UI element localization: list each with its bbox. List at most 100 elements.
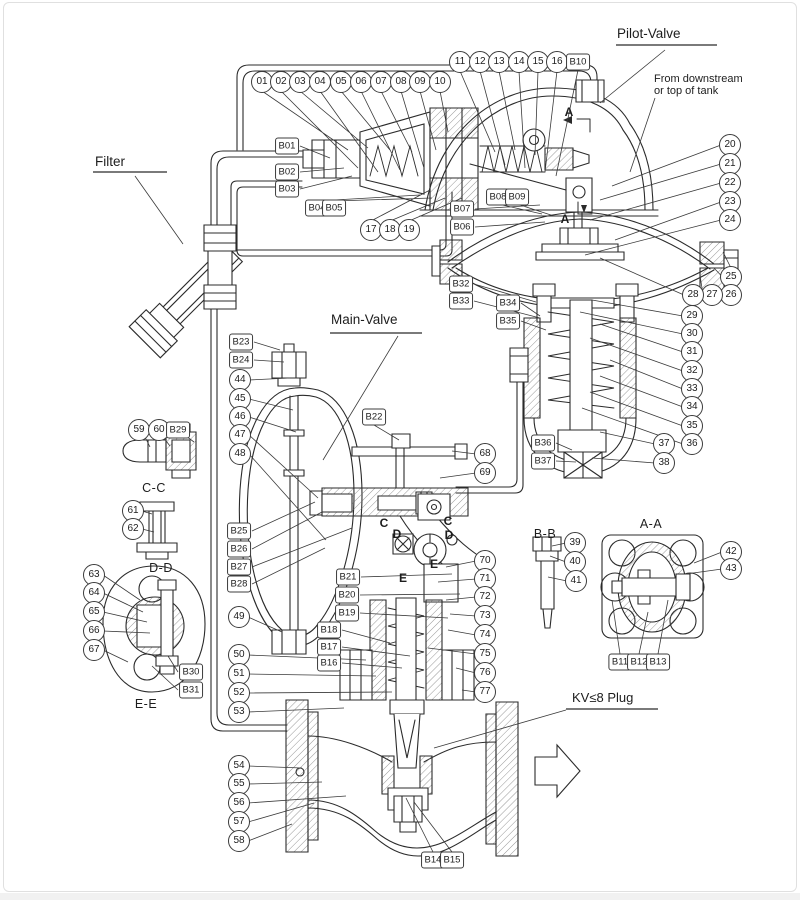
callout-B07: B07 [450,200,474,218]
kv-plug-label: KV≤8 Plug [572,690,634,705]
main-valve-diaphragm [239,344,362,654]
main-valve-label: Main-Valve [331,312,398,327]
callout-19: 19 [398,219,420,241]
callout-B29: B29 [166,421,190,439]
callout-B11: B11 [608,653,632,671]
section-title-B-B: B-B [533,527,557,541]
callout-41: 41 [565,570,587,592]
main-valve-trim-cartridge [340,598,474,768]
callout-43: 43 [720,558,742,580]
callout-73: 73 [474,605,496,627]
callout-B09: B09 [505,188,529,206]
section-title-C-C: C-C [142,481,166,495]
callout-38: 38 [653,452,675,474]
callout-04: 04 [309,71,331,93]
callout-50: 50 [228,644,250,666]
callout-49: 49 [228,606,250,628]
callout-B37: B37 [531,452,555,470]
callout-07: 07 [370,71,392,93]
cut-letter-e-7: E [398,571,408,585]
callout-09: 09 [409,71,431,93]
callout-69: 69 [474,462,496,484]
callout-53: 53 [228,701,250,723]
callout-05: 05 [330,71,352,93]
callout-B21: B21 [336,568,360,586]
cut-letter-c-3: C [443,514,453,528]
callout-56: 56 [228,792,250,814]
callout-B18: B18 [317,621,341,639]
callout-27: 27 [701,284,723,306]
callout-22: 22 [719,172,741,194]
callout-B13: B13 [646,653,670,671]
callout-B02: B02 [275,163,299,181]
callout-B34: B34 [496,294,520,312]
detail-view-ee [103,566,205,692]
cut-letter-a-1: A [560,212,570,226]
flow-direction-arrow [535,745,580,797]
callout-11: 11 [449,51,471,73]
callout-B35: B35 [496,312,520,330]
detail-view-dd [137,502,177,559]
from-downstream-label: From downstream or top of tank [654,73,743,97]
callout-65: 65 [83,601,105,623]
callout-B25: B25 [227,522,251,540]
callout-28: 28 [682,284,704,306]
cut-letter-d-4: D [392,527,402,541]
callout-58: 58 [228,830,250,852]
callout-48: 48 [229,443,251,465]
detail-view-bb [533,537,561,628]
section-title-E-E: E-E [134,697,158,711]
callout-B28: B28 [227,575,251,593]
callout-B20: B20 [335,586,359,604]
callout-B17: B17 [317,638,341,656]
actuator-spring-housing [510,284,638,478]
filter-label: Filter [95,154,125,169]
callout-B05: B05 [322,199,346,217]
from-downstream-line2: or top of tank [654,84,719,97]
callout-B30: B30 [179,663,203,681]
callout-20: 20 [719,134,741,156]
callout-B31: B31 [179,681,203,699]
cut-letter-c-2: C [379,516,389,530]
callout-B23: B23 [229,333,253,351]
main-valve-upper-body [310,434,488,602]
callout-B10: B10 [566,53,590,71]
cut-letter-e-6: E [429,557,439,571]
callout-77: 77 [474,681,496,703]
callout-06: 06 [350,71,372,93]
valve-body [286,700,518,856]
callout-B24: B24 [229,351,253,369]
sensing-tubing [211,65,597,731]
callout-13: 13 [488,51,510,73]
callout-37: 37 [653,433,675,455]
callout-B22: B22 [362,408,386,426]
callout-B27: B27 [227,558,251,576]
callout-B08: B08 [486,188,510,206]
callout-B01: B01 [275,137,299,155]
cut-letter-d-5: D [444,528,454,542]
callout-71: 71 [474,568,496,590]
cut-letter-a-0: A [564,105,574,119]
section-title-D-D: D-D [149,561,173,575]
callout-B16: B16 [317,654,341,672]
callout-B33: B33 [449,292,473,310]
callout-B36: B36 [531,434,555,452]
callout-62: 62 [122,518,144,540]
pilot-valve-label: Pilot-Valve [617,26,681,41]
callout-24: 24 [719,209,741,231]
label-underlines [93,45,717,709]
callout-03: 03 [289,71,311,93]
from-downstream-line1: From downstream [654,73,743,85]
callout-B32: B32 [449,275,473,293]
callout-B19: B19 [335,604,359,622]
callout-59: 59 [128,419,150,441]
callout-B26: B26 [227,540,251,558]
callout-B15: B15 [440,851,464,869]
callout-26: 26 [720,284,742,306]
callout-18: 18 [379,219,401,241]
section-title-A-A: A-A [639,517,663,531]
callout-10: 10 [429,71,451,93]
